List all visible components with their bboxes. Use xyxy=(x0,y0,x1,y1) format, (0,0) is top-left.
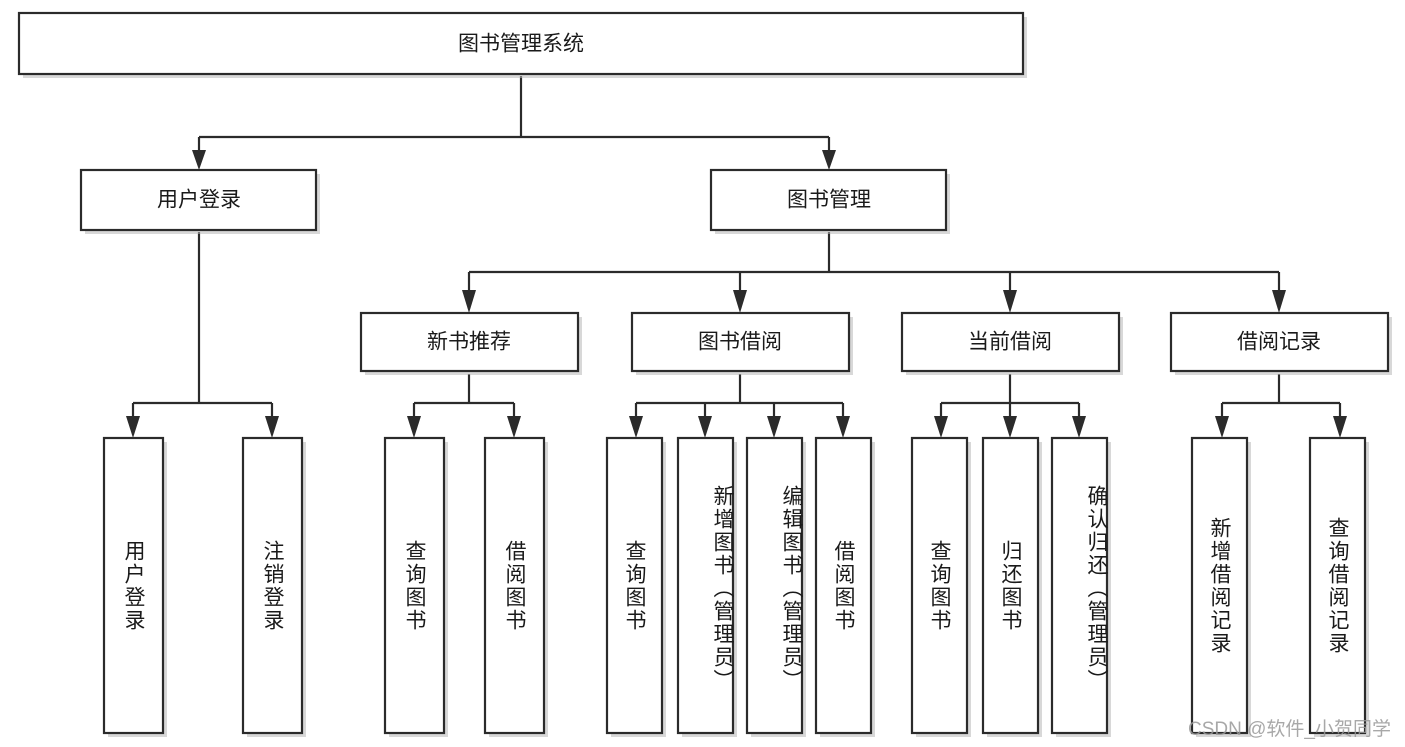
arrow-head-leaf-user-login-1 xyxy=(265,416,279,438)
node-root-label: 图书管理系统 xyxy=(458,33,584,56)
leaf-box-book-borrow-1[interactable] xyxy=(676,436,735,735)
leaf-box-user-login-0[interactable] xyxy=(102,436,165,735)
arrow-head-leaf-current-borrow-0 xyxy=(934,416,948,438)
watermark-text: CSDN @软件_小贺同学 xyxy=(1188,719,1391,740)
leaf-box-user-login-1[interactable] xyxy=(241,436,304,735)
node-user-login-box[interactable] xyxy=(79,168,318,232)
leaf-box-book-borrow-0[interactable] xyxy=(605,436,664,735)
leaf-box-current-borrow-2[interactable] xyxy=(1050,436,1109,735)
node-borrow-record-label: 借阅记录 xyxy=(1237,331,1321,354)
arrow-head-current-borrow xyxy=(1003,290,1017,313)
node-book-borrow-label: 图书借阅 xyxy=(698,331,782,354)
node-user-login[interactable]: 用户登录 xyxy=(79,168,320,234)
node-root[interactable]: 图书管理系统 xyxy=(17,11,1027,78)
arrow-head-leaf-book-borrow-1 xyxy=(698,416,712,438)
leaf-node[interactable] xyxy=(981,436,1042,737)
edge-group-new-book-leaves xyxy=(407,374,521,438)
leaf-node[interactable] xyxy=(605,436,666,737)
leaf-box-current-borrow-0[interactable] xyxy=(910,436,969,735)
edge-group-user-login-leaves xyxy=(126,232,279,438)
leaf-node[interactable] xyxy=(676,436,737,737)
edge-group-borrow-record-leaves xyxy=(1215,374,1347,438)
leaf-node[interactable] xyxy=(241,436,306,737)
arrow-head-leaf-book-borrow-2 xyxy=(767,416,781,438)
arrow-head-leaf-book-borrow-0 xyxy=(629,416,643,438)
leaf-node[interactable] xyxy=(383,436,448,737)
arrow-head-book-manage xyxy=(822,150,836,170)
leaf-node[interactable] xyxy=(1050,436,1111,737)
leaf-node[interactable] xyxy=(814,436,875,737)
arrow-head-leaf-new-book-1 xyxy=(507,416,521,438)
arrow-head-leaf-current-borrow-1 xyxy=(1003,416,1017,438)
leaf-node[interactable] xyxy=(102,436,167,737)
arrow-head-leaf-current-borrow-2 xyxy=(1072,416,1086,438)
node-current-borrow-box[interactable] xyxy=(900,311,1121,373)
node-book-borrow[interactable]: 图书借阅 xyxy=(630,311,853,375)
leaf-box-new-book-0[interactable] xyxy=(383,436,446,735)
node-book-manage-label: 图书管理 xyxy=(787,189,871,212)
arrow-head-new-book xyxy=(462,290,476,313)
node-book-borrow-box[interactable] xyxy=(630,311,851,373)
node-book-manage-box[interactable] xyxy=(709,168,948,232)
arrow-head-leaf-borrow-record-0 xyxy=(1215,416,1229,438)
node-current-borrow-label: 当前借阅 xyxy=(968,331,1052,354)
node-user-login-label: 用户登录 xyxy=(157,189,241,212)
edge-group-book-manage-to-level3 xyxy=(462,232,1286,313)
leaf-node[interactable] xyxy=(1308,436,1369,737)
leaf-node[interactable] xyxy=(1190,436,1251,737)
leaf-box-book-borrow-3[interactable] xyxy=(814,436,873,735)
edge-group-book-borrow-leaves xyxy=(629,374,850,438)
arrow-head-leaf-book-borrow-3 xyxy=(836,416,850,438)
node-root-box[interactable] xyxy=(17,11,1025,76)
leaf-node[interactable] xyxy=(745,436,806,737)
node-new-book-recommend-label: 新书推荐 xyxy=(427,331,511,354)
edge-group-current-borrow-leaves xyxy=(934,374,1086,438)
leaf-box-book-borrow-2[interactable] xyxy=(745,436,804,735)
node-current-borrow[interactable]: 当前借阅 xyxy=(900,311,1123,375)
leaf-box-new-book-1[interactable] xyxy=(483,436,546,735)
arrow-head-book-borrow xyxy=(733,290,747,313)
arrow-head-leaf-user-login-0 xyxy=(126,416,140,438)
arrow-head-user-login xyxy=(192,150,206,170)
arrow-head-leaf-new-book-0 xyxy=(407,416,421,438)
node-borrow-record-box[interactable] xyxy=(1169,311,1390,373)
node-new-book-recommend-box[interactable] xyxy=(359,311,580,373)
arrow-head-borrow-record xyxy=(1272,290,1286,313)
leaf-box-current-borrow-1[interactable] xyxy=(981,436,1040,735)
arrow-head-leaf-borrow-record-1 xyxy=(1333,416,1347,438)
leaf-node[interactable] xyxy=(483,436,548,737)
leaf-box-borrow-record-0[interactable] xyxy=(1190,436,1249,735)
leaf-box-borrow-record-1[interactable] xyxy=(1308,436,1367,735)
node-book-manage[interactable]: 图书管理 xyxy=(709,168,950,234)
leaf-node[interactable] xyxy=(910,436,971,737)
edge-group-root-to-level2 xyxy=(192,76,836,170)
node-new-book-recommend[interactable]: 新书推荐 xyxy=(359,311,582,375)
node-borrow-record[interactable]: 借阅记录 xyxy=(1169,311,1392,375)
